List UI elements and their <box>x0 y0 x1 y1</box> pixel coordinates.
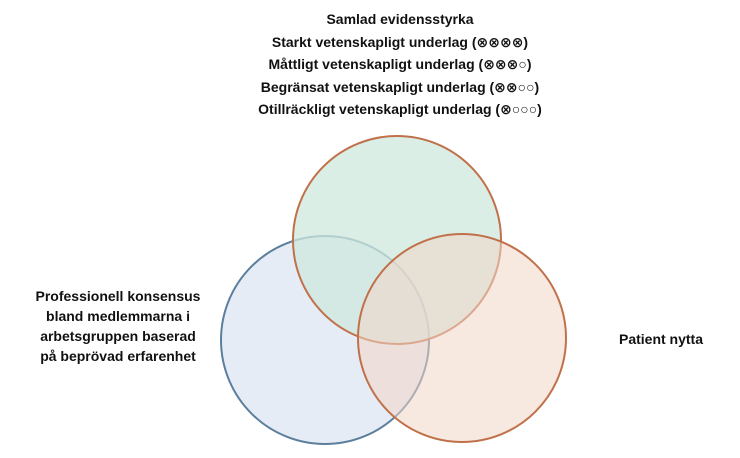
consensus-label-line: bland medlemmarna i <box>46 308 190 324</box>
evidence-level-insufficient: Otillräckligt vetenskapligt underlag (⊗○… <box>258 101 542 117</box>
consensus-label: Professionell konsensus bland medlemmarn… <box>18 286 218 366</box>
patient-benefit-circle <box>357 233 567 443</box>
evidence-level-strong: Starkt vetenskapligt underlag (⊗⊗⊗⊗) <box>271 33 529 50</box>
evidence-strength-text: Samlad evidensstyrka Starkt vetenskaplig… <box>222 8 578 121</box>
evidence-level-moderate: Måttligt vetenskapligt underlag (⊗⊗⊗○) <box>268 56 532 72</box>
evidence-title: Samlad evidensstyrka <box>326 11 474 27</box>
consensus-label-line: Professionell konsensus <box>35 288 201 304</box>
patient-benefit-label: Patient nytta <box>618 331 703 347</box>
evidence-level-limited: Begränsat vetenskapligt underlag (⊗⊗○○) <box>260 78 540 95</box>
consensus-label-line: arbetsgruppen baserad <box>40 328 196 344</box>
consensus-label-line: på beprövad erfarenhet <box>40 348 196 364</box>
